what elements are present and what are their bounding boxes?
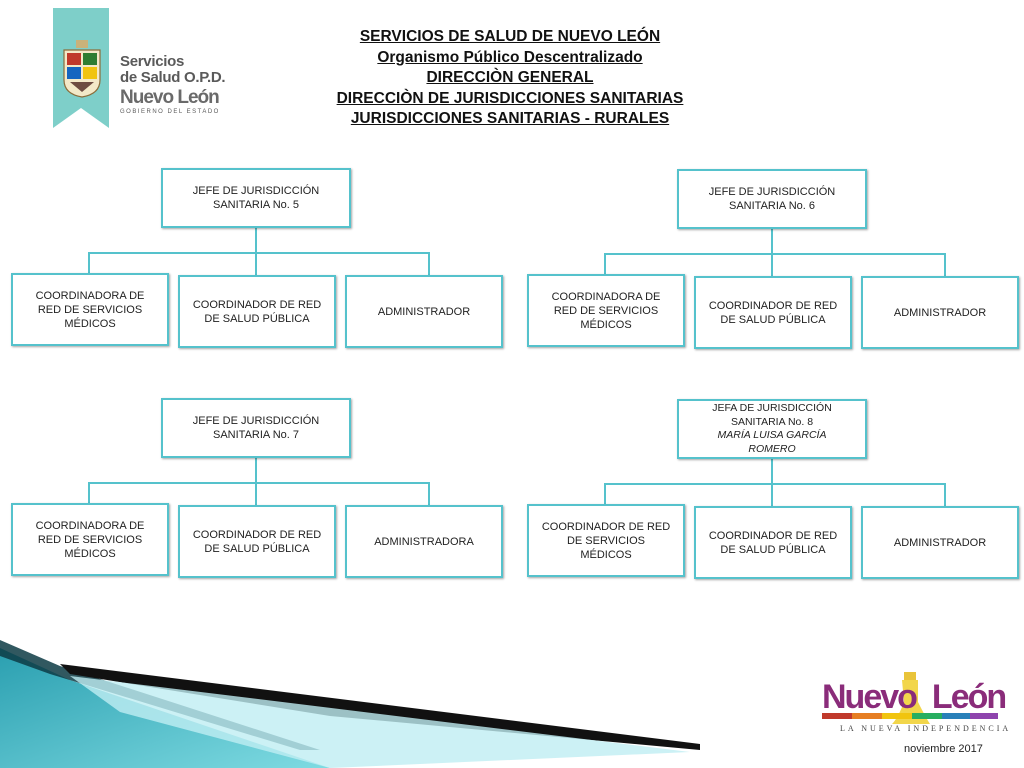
org-child-line: DE SALUD PÚBLICA — [204, 312, 310, 325]
org-head-subtitle: SANITARIA No. 7 — [213, 429, 299, 441]
org-head-box: JEFE DE JURISDICCIÓN SANITARIA No. 6 — [677, 169, 867, 229]
health-services-logo: Servicios de Salud O.P.D. Nuevo León GOB… — [120, 53, 226, 115]
org-child-box: COORDINADOR DE RED DE SERVICIOS MÉDICOS — [527, 504, 685, 577]
org-child-box: ADMINISTRADOR — [861, 506, 1019, 579]
connector-line — [255, 226, 257, 253]
connector-line — [255, 456, 257, 483]
brand-word-part-2: León — [931, 678, 1007, 716]
org-child-box: ADMINISTRADORA — [345, 505, 503, 578]
connector-line — [428, 482, 430, 506]
org-child-line: RED DE SERVICIOS — [37, 533, 143, 546]
org-child-line: MÉDICOS — [580, 548, 632, 561]
org-head-title: JEFE DE JURISDICCIÓN — [192, 415, 320, 427]
connector-line — [771, 483, 773, 507]
org-child-line: COORDINADOR DE RED — [708, 529, 838, 542]
logo-line-1: Servicios — [120, 53, 185, 70]
org-head-title: JEFE DE JURISDICCIÓN — [192, 185, 320, 197]
org-child-line: DE SALUD PÚBLICA — [720, 313, 826, 326]
brand-wordmark: Nuevo León — [822, 678, 1007, 716]
org-child-line: RED DE SERVICIOS — [553, 304, 659, 317]
connector-line — [255, 252, 257, 276]
connector-line — [604, 483, 946, 485]
org-child-box: COORDINADORA DE RED DE SERVICIOS MÉDICOS — [527, 274, 685, 347]
connector-line — [88, 252, 430, 254]
org-child-line: RED DE SERVICIOS — [37, 303, 143, 316]
title-line-1: SERVICIOS DE SALUD DE NUEVO LEÓN — [359, 28, 661, 45]
brand-word-part-1: Nuevo — [822, 678, 918, 716]
brand-stripes — [822, 713, 998, 719]
org-head-subtitle: SANITARIA No. 8 — [730, 415, 814, 428]
org-child-line: COORDINADORA DE — [551, 290, 661, 303]
org-child-line: COORDINADORA DE — [35, 519, 145, 532]
connector-line — [88, 482, 430, 484]
title-line-5: JURISDICCIONES SANITARIAS - RURALES — [350, 110, 670, 127]
title-line-2: Organismo Público Descentralizado — [377, 48, 643, 66]
org-child-line: COORDINADOR DE RED — [192, 528, 322, 541]
org-head-box: JEFE DE JURISDICCIÓN SANITARIA No. 5 — [161, 168, 351, 228]
logo-ribbon-notch — [53, 108, 109, 128]
title-line-3: DIRECCIÒN GENERAL — [426, 69, 594, 86]
org-child-line: MÉDICOS — [64, 547, 116, 560]
connector-line — [771, 253, 773, 277]
logo-line-2: de Salud O.P.D. — [120, 69, 226, 86]
connector-line — [255, 482, 257, 506]
org-child-line: COORDINADOR DE RED — [192, 298, 322, 311]
connector-line — [944, 253, 946, 277]
org-head-title: JEFE DE JURISDICCIÓN — [708, 186, 836, 198]
org-child-line: ADMINISTRADOR — [377, 305, 471, 318]
org-child-box: COORDINADOR DE RED DE SALUD PÚBLICA — [694, 276, 852, 349]
org-head-title: JEFA DE JURISDICCIÓN — [712, 402, 832, 414]
title-line-4: DIRECCIÒN DE JURISDICCIONES SANITARIAS — [336, 89, 684, 107]
connector-line — [604, 253, 946, 255]
org-head-box: JEFE DE JURISDICCIÓN SANITARIA No. 7 — [161, 398, 351, 458]
org-child-line: ADMINISTRADORA — [374, 535, 474, 548]
org-child-line: COORDINADORA DE — [35, 289, 145, 302]
state-seal-icon — [63, 40, 101, 98]
connector-line — [88, 482, 90, 504]
connector-line — [944, 483, 946, 507]
org-child-line: ADMINISTRADOR — [893, 306, 987, 319]
org-child-line: COORDINADOR DE RED — [541, 520, 671, 533]
org-child-box: COORDINADOR DE RED DE SALUD PÚBLICA — [178, 275, 336, 348]
connector-line — [604, 483, 606, 505]
org-head-person-name: MARÍA LUISA GARCÍA — [717, 429, 827, 441]
org-head-person-name: ROMERO — [748, 442, 796, 455]
org-child-line: DE SERVICIOS — [566, 534, 646, 547]
org-child-line: COORDINADOR DE RED — [708, 299, 838, 312]
org-child-line: MÉDICOS — [64, 317, 116, 330]
connector-line — [771, 458, 773, 484]
org-head-box: JEFA DE JURISDICCIÓN SANITARIA No. 8 MAR… — [677, 399, 867, 459]
org-child-line: DE SALUD PÚBLICA — [204, 542, 310, 555]
org-head-subtitle: SANITARIA No. 5 — [213, 199, 299, 211]
brand-tagline: LA NUEVA INDEPENDENCIA — [840, 724, 1012, 733]
document-date: noviembre 2017 — [904, 743, 983, 755]
org-child-box: COORDINADORA DE RED DE SERVICIOS MÉDICOS — [11, 503, 169, 576]
logo-line-4: GOBIERNO DEL ESTADO — [120, 109, 220, 115]
logo-line-3: Nuevo León — [120, 87, 220, 108]
org-child-box: COORDINADORA DE RED DE SERVICIOS MÉDICOS — [11, 273, 169, 346]
connector-line — [604, 253, 606, 275]
org-head-subtitle: SANITARIA No. 6 — [729, 200, 815, 212]
org-child-box: COORDINADOR DE RED DE SALUD PÚBLICA — [178, 505, 336, 578]
org-child-line: DE SALUD PÚBLICA — [720, 543, 826, 556]
org-child-line: MÉDICOS — [580, 318, 632, 331]
org-child-box: COORDINADOR DE RED DE SALUD PÚBLICA — [694, 506, 852, 579]
connector-line — [771, 228, 773, 254]
org-child-line: ADMINISTRADOR — [893, 536, 987, 549]
org-child-box: ADMINISTRADOR — [345, 275, 503, 348]
connector-line — [88, 252, 90, 274]
decorative-swoosh — [0, 640, 700, 768]
connector-line — [428, 252, 430, 276]
org-child-box: ADMINISTRADOR — [861, 276, 1019, 349]
page-title: SERVICIOS DE SALUD DE NUEVO LEÓN Organis… — [260, 27, 760, 130]
